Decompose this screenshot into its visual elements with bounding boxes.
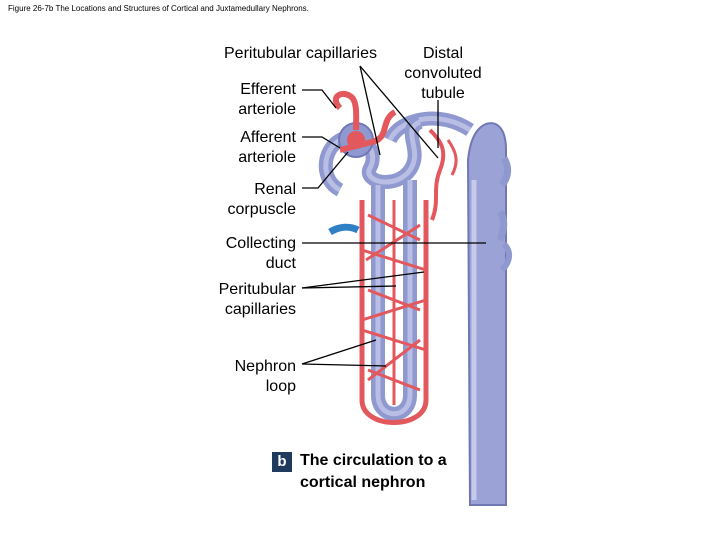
label-peritubular-capillaries-top: Peritubular capillaries: [224, 45, 377, 62]
label-peritubular-capillaries-lower: Peritubular capillaries: [218, 281, 296, 318]
label-distal-convoluted-tubule: Distal convoluted tubule: [404, 45, 482, 102]
label-efferent-arteriole: Efferent arteriole: [238, 81, 296, 118]
caption-letter-badge: b: [272, 452, 292, 472]
figure-caption: The circulation to a cortical nephron: [300, 452, 447, 491]
leader-line: [301, 363, 387, 367]
figure-header: Figure 26-7b The Locations and Structure…: [8, 4, 309, 13]
leader-line: [302, 151, 349, 189]
leader-line: [359, 65, 439, 159]
leader-line: [301, 285, 397, 289]
label-afferent-arteriole: Afferent arteriole: [238, 129, 296, 166]
label-nephron-loop: Nephron loop: [234, 358, 296, 395]
leader-line: [301, 271, 425, 289]
label-renal-corpuscle: Renal corpuscle: [227, 181, 296, 218]
leader-line: [301, 339, 377, 365]
collecting-tubule-shape: [328, 223, 360, 236]
leader-line: [302, 136, 341, 149]
leader-line: [359, 65, 381, 156]
collecting-duct-shape: [466, 122, 512, 506]
leader-line: [302, 89, 337, 109]
label-collecting-duct: Collecting duct: [225, 235, 296, 272]
